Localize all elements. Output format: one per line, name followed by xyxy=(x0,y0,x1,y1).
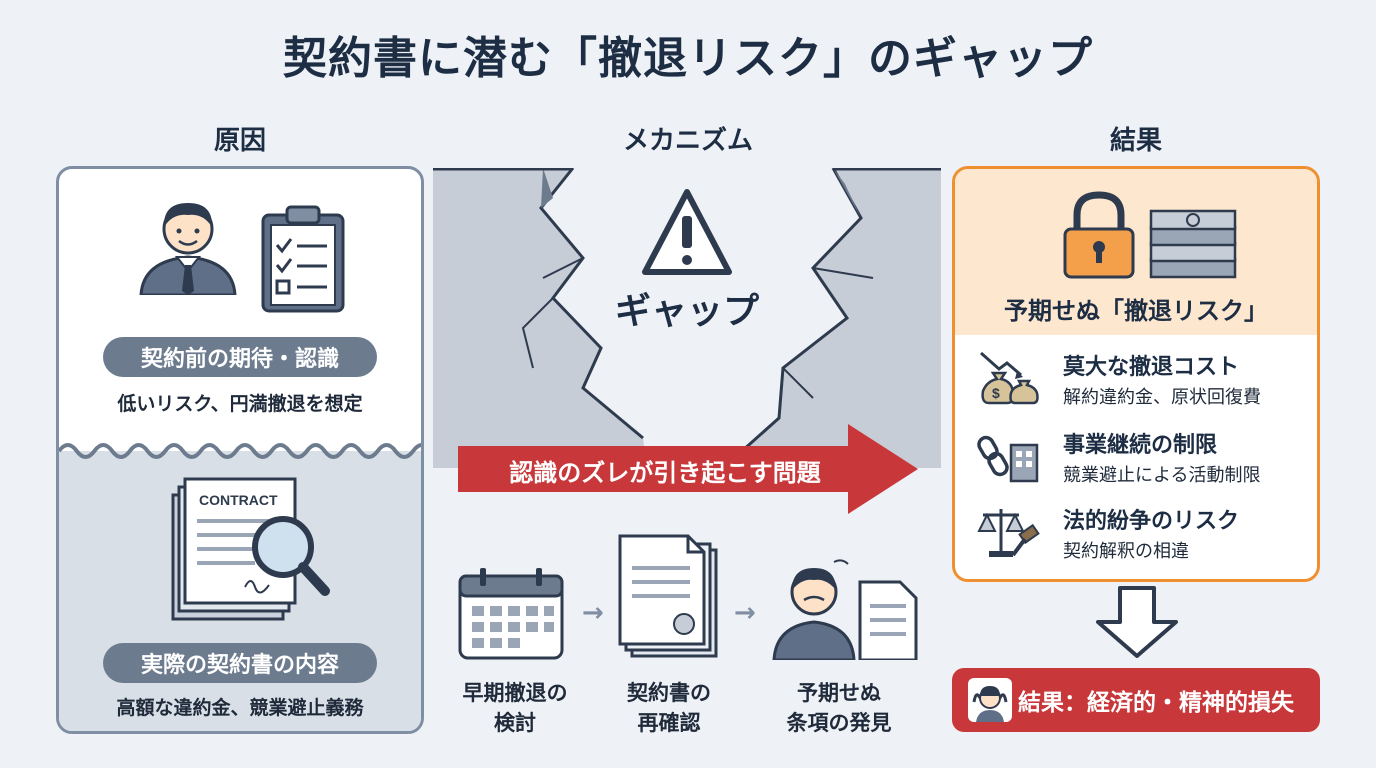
result-panel: 予期せぬ「撤退リスク」 $ 莫大な撤退コスト 解約違約金、原状回復費 事業継続の… xyxy=(952,166,1320,582)
document-stack-icon xyxy=(618,534,718,658)
risk-item-title-3: 法的紛争のリスク xyxy=(1063,509,1240,534)
checklist-clipboard-icon xyxy=(261,205,345,313)
final-result-text: 結果：経済的・精神的損失 xyxy=(1018,690,1294,716)
risk-item-sub-1: 解約違約金、原状回復費 xyxy=(1063,387,1261,408)
problem-arrow-banner xyxy=(458,424,918,514)
risk-item-title-1: 莫大な撤退コスト xyxy=(1063,355,1240,380)
result-heading: 予期せぬ「撤退リスク」 xyxy=(1004,297,1268,325)
padlock-icon xyxy=(1063,191,1135,279)
column-heading-result: 結果 xyxy=(1109,126,1162,156)
problem-banner-text: 認識のズレが引き起こす問題 xyxy=(509,458,821,487)
calendar-icon xyxy=(458,568,564,660)
step-arrow-1: → xyxy=(582,598,604,628)
gap-label: ギャップ xyxy=(614,291,759,332)
cause-panel: 契約前の期待・認識 低いリスク、円満撤退を想定 CONTRACT 実際の契約書の… xyxy=(56,166,424,734)
step-label-3: 予期せぬ 条項の発見 xyxy=(786,681,892,735)
page-title: 契約書に潜む「撤退リスク」のギャップ xyxy=(283,33,1093,84)
worried-person-icon xyxy=(772,559,918,660)
actual-contract-description: 高額な違約金、競業避止義務 xyxy=(116,697,364,719)
risk-item-sub-2: 競業避止による活動制限 xyxy=(1063,465,1261,486)
money-stack-icon xyxy=(1149,209,1237,279)
step-label-1: 早期撤退の 検討 xyxy=(462,681,568,735)
contract-word: CONTRACT xyxy=(199,492,278,508)
actual-contract-pill: 実際の契約書の内容 xyxy=(103,643,377,683)
wave-divider xyxy=(59,443,421,459)
money-bag-decline-icon: $ xyxy=(980,351,1039,405)
scales-gavel-icon xyxy=(977,509,1040,557)
businessman-icon xyxy=(139,203,237,295)
column-heading-mechanism: メカニズム xyxy=(622,126,753,156)
contract-magnifier-icon: CONTRACT xyxy=(171,477,330,621)
risk-item-sub-3: 契約解釈の相違 xyxy=(1063,541,1189,562)
risk-item-title-2: 事業継続の制限 xyxy=(1063,433,1218,458)
step-label-2: 契約書の 再確認 xyxy=(627,681,711,735)
down-arrow-icon xyxy=(1096,586,1178,658)
result-header-section xyxy=(955,169,1317,335)
step-arrow-2: → xyxy=(734,598,756,628)
dollar-sign-glyph: $ xyxy=(992,385,1000,401)
expectation-description: 低いリスク、円満撤退を想定 xyxy=(117,393,363,415)
expectation-pill: 契約前の期待・認識 xyxy=(103,337,377,377)
column-heading-cause: 原因 xyxy=(213,126,266,156)
broken-chain-building-icon xyxy=(977,435,1039,483)
distressed-person-icon xyxy=(968,678,1012,722)
cliff-gap-illustration xyxy=(433,168,941,468)
final-result-box: 結果：経済的・精神的損失 xyxy=(952,668,1320,732)
